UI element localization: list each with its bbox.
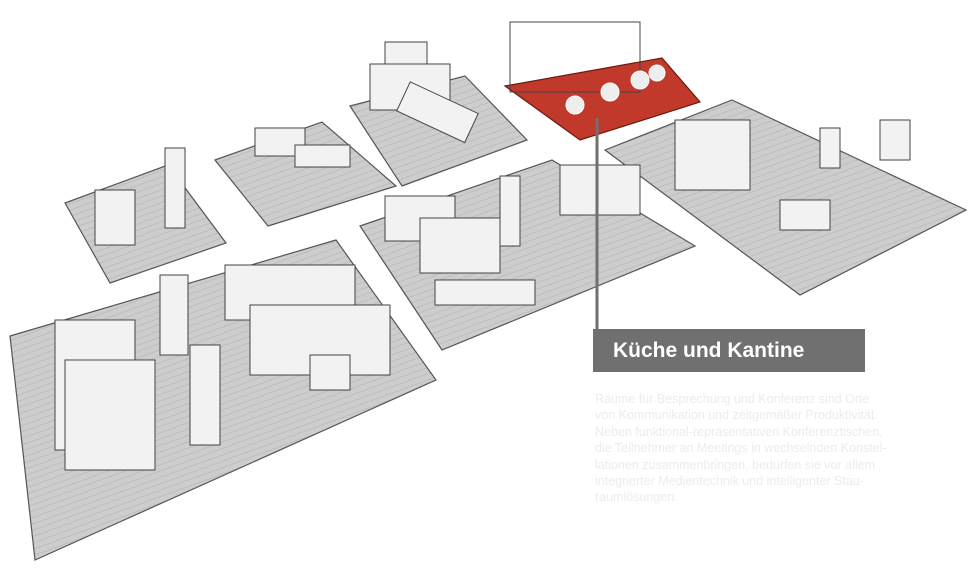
description-line: integrierter Medientechnik und intellige… — [595, 474, 864, 489]
zone-description: Räume für Besprechung und Konferenz sind… — [595, 391, 955, 506]
description-line: Neben funktional-repräsentativen Konfere… — [595, 424, 883, 439]
description-line: raumlösungen. — [595, 490, 678, 505]
zone-lounge[interactable] — [603, 99, 968, 296]
description-line: die Teilnehmer an Meetings in wechselnde… — [595, 441, 887, 456]
zone-title-label: Küche und Kantine — [593, 329, 865, 372]
description-line: Räume für Besprechung und Konferenz sind… — [595, 392, 870, 406]
description-line: von Kommunikation und zeitgemäßer Produk… — [595, 408, 878, 423]
furniture — [54, 21, 911, 471]
description-line: lationen zusammenbringen, bedürfen sie v… — [595, 457, 876, 472]
zone-projektflaeche[interactable] — [359, 159, 697, 351]
zone-einzelarbeitsplatz[interactable] — [64, 164, 227, 284]
